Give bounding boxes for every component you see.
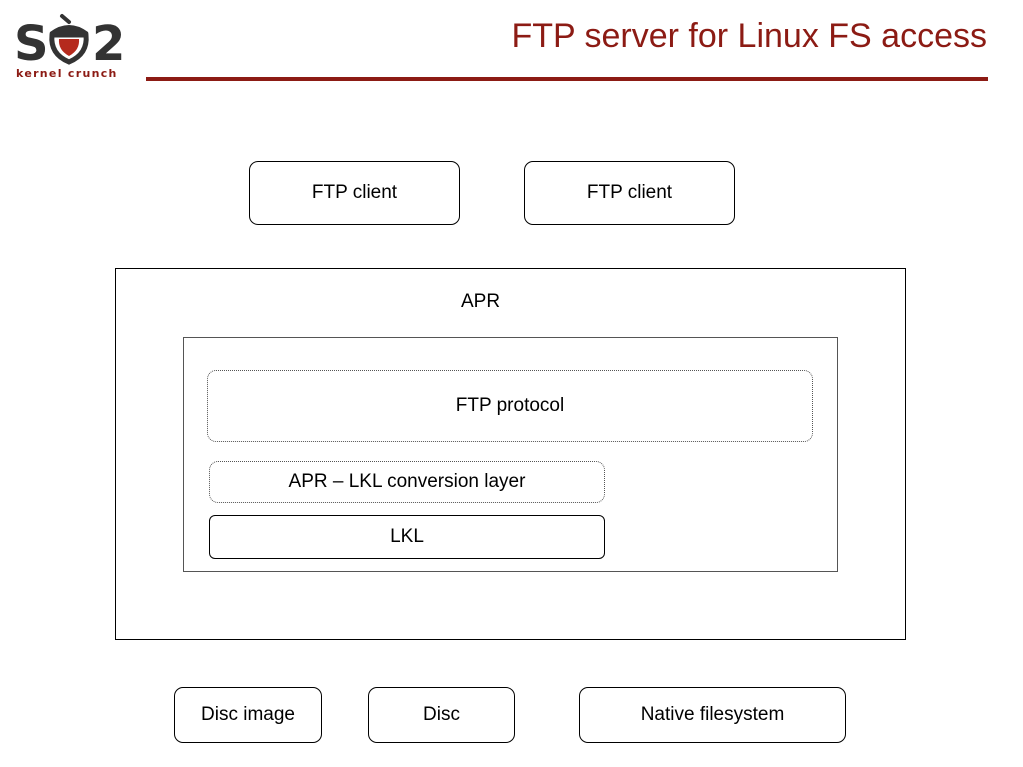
acorn-icon [49, 14, 89, 65]
apr-label: APR [461, 291, 501, 312]
svg-text:S: S [14, 16, 49, 68]
so2-logo-mark: S 2 [14, 14, 125, 68]
page-title: FTP server for Linux FS access [511, 17, 987, 55]
so2-logo: S 2 kernel crunch [14, 12, 132, 82]
logo-tagline: kernel crunch [16, 67, 118, 80]
svg-text:2: 2 [92, 16, 125, 68]
ftp-client-box-2: FTP client [524, 161, 735, 225]
ftp-server-container [183, 337, 838, 572]
title-underline [146, 77, 988, 81]
conversion-layer-box: APR – LKL conversion layer [209, 461, 605, 503]
apr-container [115, 268, 906, 640]
ftp-client-box-1: FTP client [249, 161, 460, 225]
ftp-protocol-box: FTP protocol [207, 370, 813, 442]
lkl-box: LKL [209, 515, 605, 559]
disc-image-box: Disc image [174, 687, 322, 743]
disc-box: Disc [368, 687, 515, 743]
native-filesystem-box: Native filesystem [579, 687, 846, 743]
